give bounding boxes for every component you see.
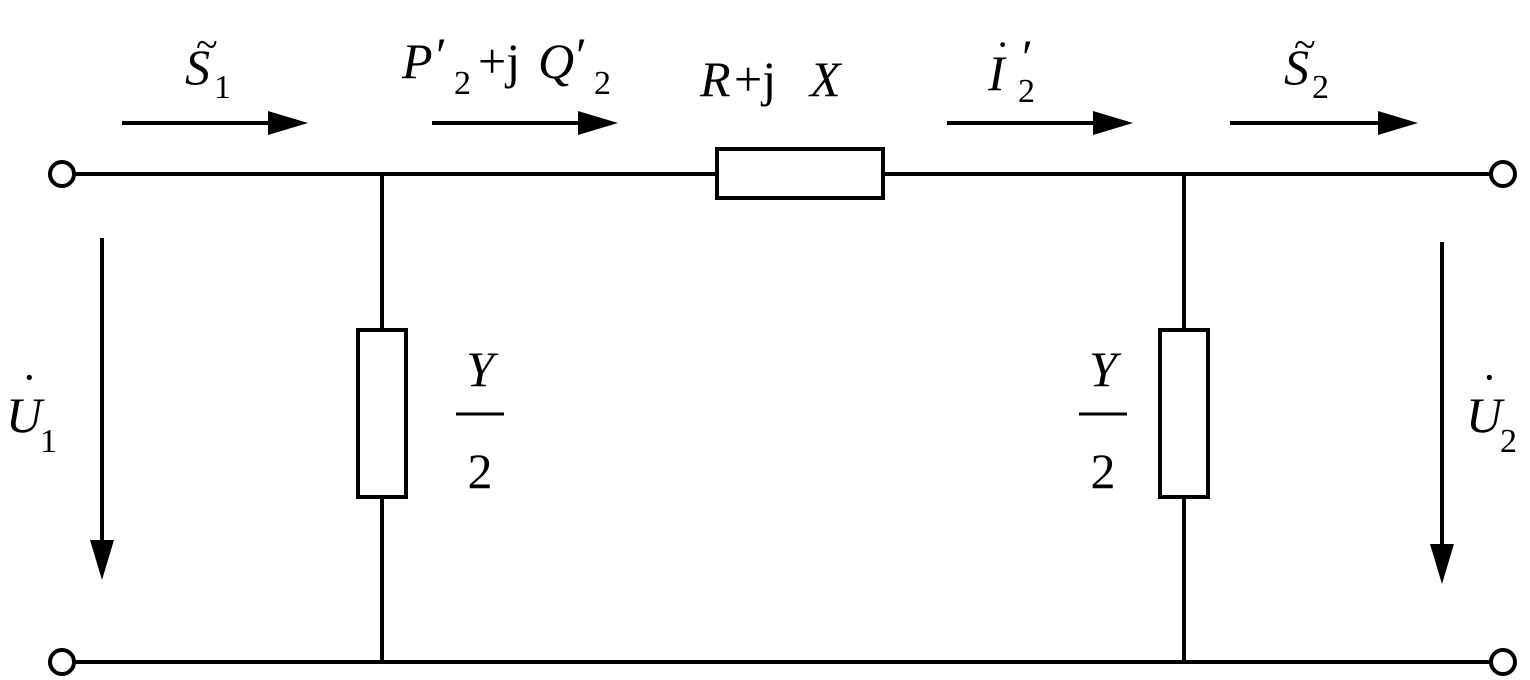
- svg-text:S: S: [1284, 39, 1309, 95]
- svg-text:+j: +j: [734, 51, 776, 107]
- svg-text:Y: Y: [1089, 341, 1122, 397]
- svg-text:′: ′: [1022, 29, 1033, 85]
- label-y-over-2-left: Y 2: [456, 341, 504, 499]
- svg-text:+j: +j: [478, 33, 520, 89]
- label-u2: U · 2: [1466, 353, 1517, 460]
- arrow-s2: [1230, 111, 1418, 135]
- arrow-u2: [1430, 242, 1454, 584]
- svg-text:I: I: [987, 45, 1007, 101]
- svg-text:1: 1: [214, 69, 231, 106]
- svg-text:′: ′: [436, 27, 447, 83]
- svg-text:P: P: [401, 33, 433, 89]
- svg-text:2: 2: [454, 65, 471, 102]
- terminal-top-left: [48, 160, 76, 188]
- svg-text:U: U: [1466, 387, 1505, 443]
- label-i2: I · ′ 2: [987, 22, 1035, 110]
- arrow-s1: [122, 111, 308, 135]
- terminal-bottom-left: [48, 648, 76, 676]
- svg-text:R: R: [699, 51, 731, 107]
- svg-text:X: X: [808, 51, 843, 107]
- svg-text:U: U: [6, 387, 45, 443]
- svg-text:2: 2: [594, 65, 611, 102]
- arrow-i2: [947, 111, 1133, 135]
- left-shunt-admittance: [356, 328, 408, 499]
- svg-text:1: 1: [40, 423, 57, 460]
- terminal-top-right: [1489, 160, 1517, 188]
- svg-text:Q: Q: [538, 33, 574, 89]
- svg-text:′: ′: [576, 27, 587, 83]
- svg-text:2: 2: [1500, 423, 1517, 460]
- series-impedance: [715, 147, 885, 200]
- label-impedance: R +j X: [699, 51, 843, 107]
- label-s1: S ~ 1: [185, 22, 231, 106]
- svg-text:~: ~: [1294, 22, 1316, 67]
- svg-text:·: ·: [996, 22, 1009, 67]
- svg-text:~: ~: [196, 22, 218, 67]
- svg-text:2: 2: [468, 443, 493, 499]
- right-shunt-admittance: [1158, 328, 1210, 499]
- svg-text:2: 2: [1018, 73, 1035, 110]
- svg-text:Y: Y: [466, 341, 499, 397]
- label-u1: U · 1: [6, 353, 57, 460]
- svg-text:·: ·: [22, 353, 37, 402]
- label-p2-plus-jq2: P ′ 2 +j Q ′ 2: [401, 27, 611, 102]
- arrow-u1: [90, 238, 114, 580]
- terminal-bottom-right: [1489, 648, 1517, 676]
- svg-text:2: 2: [1091, 443, 1116, 499]
- svg-text:2: 2: [1312, 69, 1329, 106]
- svg-text:S: S: [185, 39, 210, 95]
- label-s2: S ~ 2: [1284, 22, 1329, 106]
- svg-text:·: ·: [1482, 353, 1497, 402]
- label-y-over-2-right: Y 2: [1079, 341, 1127, 499]
- arrow-p2q2: [432, 111, 618, 135]
